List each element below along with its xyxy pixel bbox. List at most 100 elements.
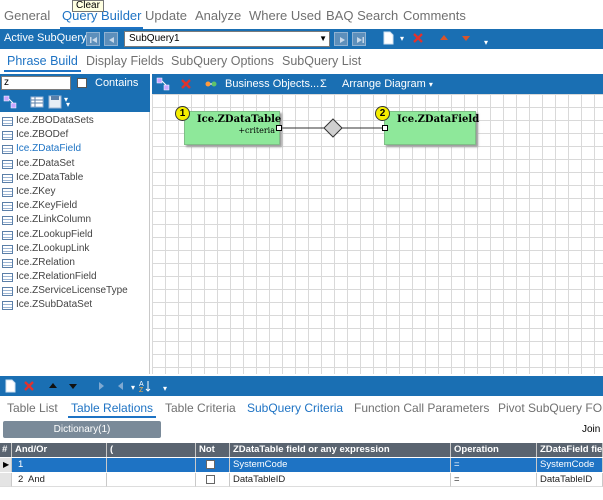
entity-zdatatable[interactable]: Ice.ZDataTable +criteria <box>184 111 282 145</box>
last-icon <box>357 37 364 43</box>
tree-item[interactable]: Ice.ZSubDataSet <box>0 298 150 312</box>
outdent-icon[interactable] <box>114 379 128 393</box>
cell-right-field[interactable]: SystemCode <box>537 458 603 472</box>
cell-right-field[interactable]: DataTableID <box>537 473 603 487</box>
tab-analyze[interactable]: Analyze <box>195 8 242 23</box>
indent-icon[interactable] <box>94 379 108 393</box>
new-document-icon[interactable] <box>3 379 17 393</box>
grid-header: # And/Or ( Not ZDataTable field or any e… <box>0 443 603 457</box>
cell-left-field[interactable]: SystemCode <box>230 458 451 472</box>
move-up-button[interactable] <box>436 31 452 47</box>
tab-table-list[interactable]: Table List <box>7 401 58 415</box>
cell-left-field[interactable]: DataTableID <box>230 473 451 487</box>
col-header-not[interactable]: Not <box>196 443 230 457</box>
entity-zdatafield[interactable]: Ice.ZDataField <box>382 111 479 145</box>
connector-port <box>382 125 388 131</box>
tab-subquery-criteria[interactable]: SubQuery Criteria <box>247 401 344 415</box>
subquery-select[interactable]: SubQuery1 ▼ <box>124 31 330 47</box>
business-objects-button[interactable]: Business Objects... <box>225 78 320 90</box>
more-icon[interactable]: ▾ <box>483 38 488 47</box>
tree-item[interactable]: Ice.ZBODataSets <box>0 114 150 128</box>
tab-display-fields[interactable]: Display Fields <box>86 54 164 68</box>
link-icon[interactable] <box>204 77 218 91</box>
col-header-left-field[interactable]: ZDataTable field or any expression <box>230 443 451 457</box>
col-header-operation[interactable]: Operation <box>451 443 537 457</box>
tab-function-call-parameters[interactable]: Function Call Parameters <box>354 401 490 415</box>
more-icon[interactable]: ▾ <box>162 384 167 393</box>
diagram-canvas[interactable]: Ice.ZDataTable +criteria 1 Ice.ZDataFiel… <box>152 94 603 374</box>
first-subquery-button[interactable] <box>86 32 100 46</box>
cell-paren[interactable] <box>107 458 196 472</box>
col-header-andor[interactable]: And/Or <box>12 443 107 457</box>
save-icon[interactable] <box>48 95 62 109</box>
row-pointer-icon: ▶ <box>0 458 12 472</box>
criteria-link[interactable]: +criteria <box>238 126 275 135</box>
tab-subquery-list[interactable]: SubQuery List <box>282 54 362 68</box>
cell-paren[interactable] <box>107 473 196 487</box>
delete-x-icon[interactable] <box>179 77 193 91</box>
table-row[interactable]: ▶ 1 SystemCode = SystemCode <box>0 458 603 472</box>
tree-item[interactable]: Ice.ZLookupField <box>0 228 150 242</box>
cell-not[interactable] <box>196 473 230 487</box>
tab-pivot-subquery[interactable]: Pivot SubQuery FOR <box>498 401 603 415</box>
cell-andor[interactable]: And <box>25 473 107 487</box>
cell-operation[interactable]: = <box>451 473 537 487</box>
arrow-up-icon[interactable] <box>46 379 60 393</box>
toolbar-more-icon[interactable]: ▾ <box>66 100 71 109</box>
tab-table-criteria[interactable]: Table Criteria <box>165 401 236 415</box>
sort-az-icon[interactable]: AZ <box>138 379 152 393</box>
tree-item[interactable]: Ice.ZRelation <box>0 256 150 270</box>
tree-item-selected[interactable]: Ice.ZDataField <box>0 142 150 156</box>
tree-item[interactable]: Ice.ZLookupLink <box>0 242 150 256</box>
toolbar-dropdown-icon[interactable]: ▾ <box>64 95 69 104</box>
tree-item[interactable]: Ice.ZRelationField <box>0 270 150 284</box>
tree-item[interactable]: Ice.ZKey <box>0 185 150 199</box>
next-subquery-button[interactable] <box>334 32 348 46</box>
tab-comments[interactable]: Comments <box>403 8 466 23</box>
not-checkbox[interactable] <box>206 475 215 484</box>
relation-icon[interactable] <box>3 95 17 109</box>
new-subquery-button[interactable] <box>380 31 396 47</box>
sigma-icon[interactable]: Σ <box>320 78 327 90</box>
delete-subquery-button[interactable] <box>410 31 426 47</box>
arrow-down-icon[interactable] <box>66 379 80 393</box>
subquery-select-value: SubQuery1 <box>129 33 180 44</box>
tab-table-relations[interactable]: Table Relations <box>67 401 157 418</box>
svg-text:Z: Z <box>139 387 144 393</box>
join-label: Join <box>582 424 601 435</box>
tab-phrase-build[interactable]: Phrase Build <box>4 54 81 72</box>
move-down-button[interactable] <box>458 31 474 47</box>
delete-x-icon[interactable] <box>22 379 36 393</box>
table-row[interactable]: 2 And DataTableID = DataTableID <box>0 473 603 487</box>
tree-item[interactable]: Ice.ZDataTable <box>0 171 150 185</box>
tab-baq-search[interactable]: BAQ Search <box>326 8 399 23</box>
tree-item-label: Ice.ZDataTable <box>16 171 84 183</box>
table-list-toolbar: ▾ ▾ <box>0 92 150 112</box>
table-search-input[interactable]: z <box>1 76 71 90</box>
col-header-paren[interactable]: ( <box>107 443 196 457</box>
cell-operation[interactable]: = <box>451 458 537 472</box>
table-icon <box>2 202 13 212</box>
tab-general[interactable]: General <box>4 8 51 23</box>
relation-icon[interactable] <box>156 77 170 91</box>
arrange-diagram-button[interactable]: Arrange Diagram ▾ <box>342 78 433 90</box>
entity-badge-1: 1 <box>175 106 190 121</box>
contains-checkbox[interactable] <box>77 78 87 88</box>
table-icon[interactable] <box>30 95 44 109</box>
outdent-dropdown-icon[interactable]: ▾ <box>130 383 135 392</box>
tree-item[interactable]: Ice.ZKeyField <box>0 199 150 213</box>
tree-item[interactable]: Ice.ZServiceLicenseType <box>0 284 150 298</box>
tree-item[interactable]: Ice.ZDataSet <box>0 157 150 171</box>
not-checkbox[interactable] <box>206 460 215 469</box>
tab-update[interactable]: Update <box>145 8 187 23</box>
tab-subquery-options[interactable]: SubQuery Options <box>171 54 274 68</box>
dictionary-tab[interactable]: Dictionary(1) <box>3 421 161 438</box>
new-dropdown-icon[interactable]: ▾ <box>399 34 404 43</box>
cell-not[interactable] <box>196 458 230 472</box>
col-header-right-field[interactable]: ZDataField field <box>537 443 603 457</box>
tree-item[interactable]: Ice.ZBODef <box>0 128 150 142</box>
tab-where-used[interactable]: Where Used <box>249 8 322 23</box>
tree-item[interactable]: Ice.ZLinkColumn <box>0 213 150 227</box>
last-subquery-button[interactable] <box>352 32 366 46</box>
previous-subquery-button[interactable] <box>104 32 118 46</box>
